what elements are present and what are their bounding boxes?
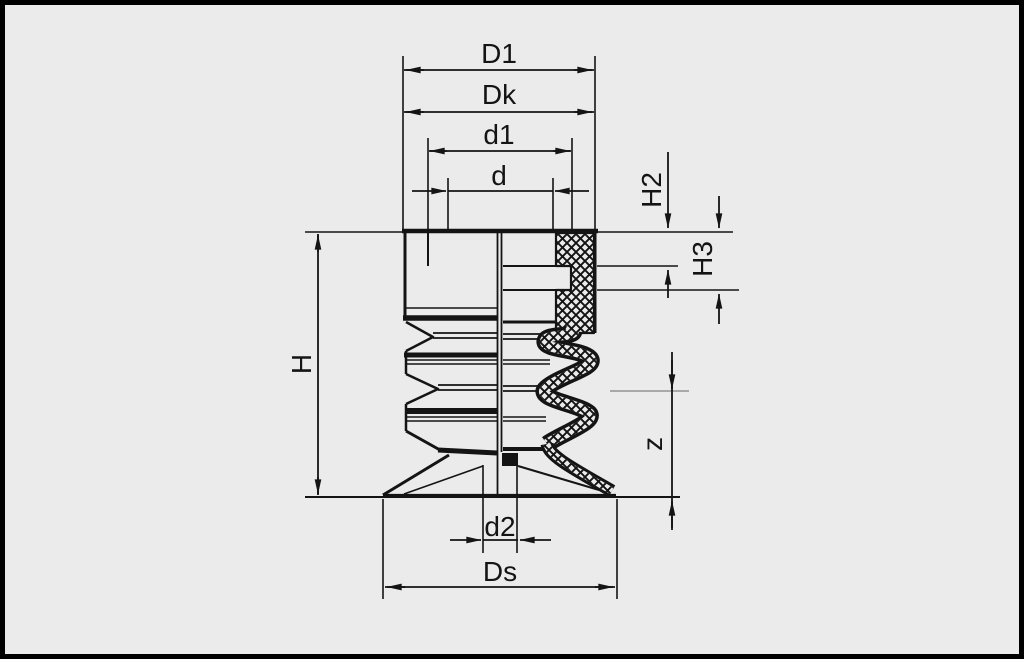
dim-label-H: H	[286, 354, 317, 374]
suction-cup-section-view	[502, 229, 616, 497]
dim-label-d2: d2	[484, 511, 515, 542]
suction-cup-left-view	[382, 228, 598, 497]
dim-label-Ds: Ds	[483, 556, 517, 587]
threaded-insert-hatch	[554, 231, 596, 335]
dim-label-d: d	[491, 160, 507, 191]
dim-label-Dk: Dk	[482, 79, 517, 110]
dimensions	[314, 66, 723, 591]
dim-label-d1: d1	[483, 119, 514, 150]
neck-wall-cut	[502, 453, 518, 466]
dim-label-H3: H3	[687, 241, 718, 277]
dim-label-D1: D1	[481, 38, 517, 69]
dimension-labels: D1 Dk d1 d H H2 H3 z d2 Ds	[286, 38, 718, 587]
bellows-section-band	[535, 325, 616, 497]
dim-label-H2: H2	[636, 172, 667, 208]
dim-label-z: z	[637, 437, 668, 451]
reference-lines	[305, 56, 739, 599]
centerline	[496, 230, 503, 495]
